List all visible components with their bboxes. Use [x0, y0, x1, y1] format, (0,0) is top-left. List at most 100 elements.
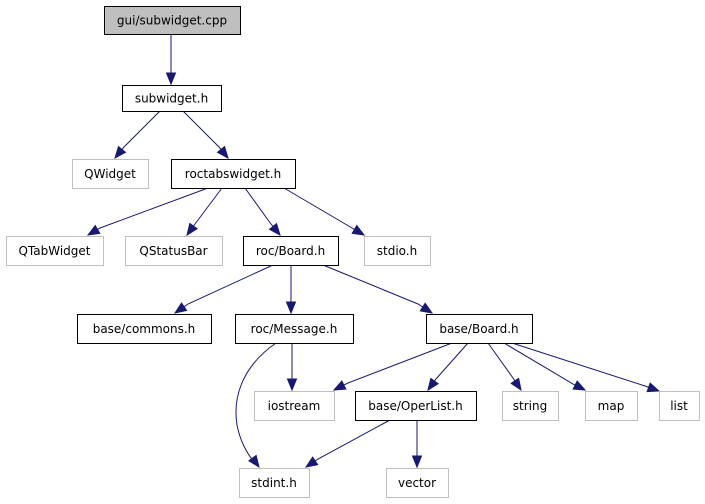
node-box [239, 468, 310, 498]
edge-base_board_h-to-map [503, 342, 587, 391]
node-label: base/commons.h [93, 322, 196, 336]
node-stdio-h: stdio.h [364, 236, 431, 266]
edge-base_operlist_h-to-vector [411, 420, 423, 469]
node-box [171, 159, 296, 189]
arrowhead-icon [419, 302, 434, 314]
node-iostream: iostream [254, 391, 335, 421]
edge-line [192, 187, 223, 228]
edge-line [342, 342, 453, 386]
node-label: QTabWidget [18, 244, 90, 258]
edge-line [283, 187, 356, 231]
node-box [585, 391, 638, 421]
node-label: map [598, 399, 625, 413]
edge-subwidget_h-to-qwidget [114, 110, 161, 160]
node-box [77, 314, 212, 344]
arrowhead-icon [332, 380, 347, 391]
node-roc-message-h[interactable]: roc/Message.h [235, 314, 354, 344]
arrowhead-icon [247, 454, 260, 469]
arrowhead-icon [510, 377, 522, 392]
node-label: gui/subwidget.cpp [117, 14, 227, 28]
node-subwidget-h[interactable]: subwidget.h [122, 85, 222, 112]
edge-roctabswidget_h-to-qstatusbar [186, 187, 223, 237]
edge-subwidget_h-to-roctabswidget_h [182, 110, 229, 160]
node-base-operlist-h[interactable]: base/OperList.h [355, 391, 477, 421]
edge-line [503, 342, 577, 386]
arrowhead-icon [351, 224, 366, 236]
node-label: stdint.h [251, 476, 297, 490]
edges-layer [86, 34, 661, 469]
node-base-commons-h[interactable]: base/commons.h [77, 314, 212, 344]
node-box [426, 314, 533, 344]
node-box [254, 391, 335, 421]
node-box [6, 236, 104, 266]
edge-line [182, 264, 274, 308]
arrowhead-icon [86, 224, 101, 236]
edge-roctabswidget_h-to-stdio_h [283, 187, 366, 236]
edge-line [487, 342, 516, 382]
arrowhead-icon [572, 380, 587, 391]
arrowhead-icon [186, 222, 199, 237]
edge-line [314, 419, 391, 462]
node-box [386, 468, 449, 498]
edge-roc_board_h-to-base_board_h [322, 264, 434, 314]
edge-roctabswidget_h-to-qtabwidget [86, 187, 209, 236]
node-label: stdio.h [377, 244, 417, 258]
arrowhead-icon [427, 377, 440, 392]
node-qwidget: QWidget [72, 159, 149, 189]
arrowhead-icon [646, 382, 661, 393]
edge-base_operlist_h-to-stdint_h [304, 419, 391, 468]
arrowhead-icon [173, 302, 188, 314]
node-roctabswidget-h[interactable]: roctabswidget.h [171, 159, 296, 189]
edge-line [235, 342, 277, 467]
node-box [659, 391, 700, 421]
node-box [122, 85, 222, 112]
node-roc-board-h[interactable]: roc/Board.h [243, 236, 339, 266]
node-label: string [513, 399, 547, 413]
node-label: QStatusBar [139, 244, 207, 258]
node-label: base/Board.h [439, 322, 518, 336]
node-base-board-h[interactable]: base/Board.h [426, 314, 533, 344]
node-map: map [585, 391, 638, 421]
edge-line [182, 110, 223, 151]
edge-roc_board_h-to-base_commons_h [173, 264, 274, 314]
node-box [355, 391, 477, 421]
edge-roc_board_h-to-roc_message_h [285, 265, 297, 315]
node-label: roctabswidget.h [185, 167, 281, 181]
node-box [72, 159, 149, 189]
edge-line [322, 264, 424, 309]
node-box [125, 236, 223, 266]
edge-line [244, 187, 275, 228]
node-vector: vector [386, 468, 449, 498]
arrowhead-icon [216, 145, 229, 160]
node-label: QWidget [84, 167, 136, 181]
edge-base_board_h-to-list [511, 342, 661, 393]
arrowhead-icon [304, 456, 319, 468]
arrowhead-icon [411, 455, 423, 469]
node-string: string [502, 391, 559, 421]
node-stdint-h: stdint.h [239, 468, 310, 498]
node-qtabwidget: QTabWidget [6, 236, 104, 266]
node-box [243, 236, 339, 266]
edge-line [511, 342, 650, 389]
edge-roctabswidget_h-to-roc_board_h [244, 187, 281, 237]
arrowhead-icon [114, 145, 127, 160]
arrowhead-icon [165, 72, 177, 86]
edge-line [120, 110, 161, 151]
node-box [502, 391, 559, 421]
edge-base_board_h-to-iostream [332, 342, 453, 391]
arrowhead-icon [268, 222, 281, 237]
node-box [104, 6, 241, 35]
arrowhead-icon [285, 301, 297, 315]
node-subwidget-cpp[interactable]: gui/subwidget.cpp [104, 6, 241, 35]
node-list: list [659, 391, 700, 421]
edge-roc_message_h-to-iostream [286, 343, 298, 392]
node-box [235, 314, 354, 344]
edge-line [96, 187, 209, 231]
node-label: subwidget.h [135, 92, 208, 106]
edge-line [433, 342, 469, 383]
edge-subwidget_cpp-to-subwidget_h [165, 34, 177, 86]
edge-roc_message_h-to-stdint_h [235, 342, 277, 469]
node-label: base/OperList.h [368, 399, 462, 413]
